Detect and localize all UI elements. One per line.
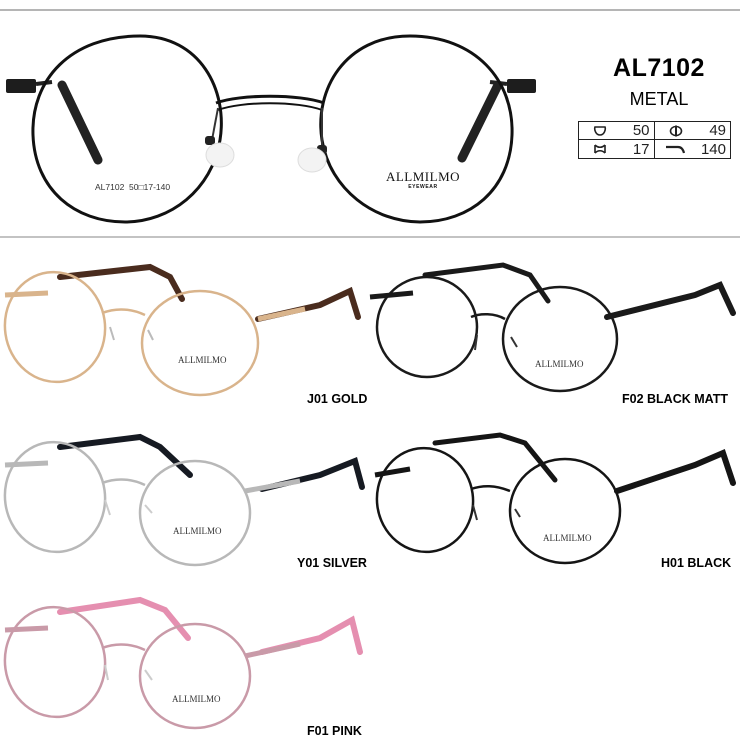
variant-h01-black[interactable]: ALLMILMO H01 BLACK [365,425,740,575]
temple-print-text: AL7102 50□17-140 [95,182,171,192]
section-divider [0,236,740,238]
variant-f01-pink[interactable]: ALLMILMO F01 PINK [0,590,370,740]
variant-brand: ALLMILMO [172,694,221,704]
glasses-angled-icon [3,263,361,397]
model-number: AL7102 [613,54,705,82]
spec-value: 140 [700,140,726,158]
lens-width-icon [593,125,607,136]
spec-bridge-width: 17 [579,140,655,158]
brand-subtitle: EYEWEAR [408,184,438,190]
spec-lens-height: 49 [654,122,730,140]
variant-label: J01 GOLD [307,392,368,406]
spec-value: 49 [709,122,726,139]
material-label: METAL [629,89,689,109]
spec-value: 50 [632,122,650,139]
glasses-angled-icon [374,432,736,565]
brand-logo: ALLMILMO EYEWEAR [378,169,468,190]
bridge-width-icon [594,144,606,154]
variant-brand: ALLMILMO [173,526,222,536]
hero-front-view-image: AL7102 50□17-140 ALLMILMO EYEWEAR [0,12,560,234]
variant-y01-silver[interactable]: ALLMILMO Y01 SILVER [0,425,370,575]
variant-label: Y01 SILVER [297,556,367,570]
top-divider [0,9,740,11]
variant-brand: ALLMILMO [178,355,227,365]
lens-height-icon [669,125,682,136]
glasses-angled-icon [369,262,736,393]
dimensions-table: 50 49 17 140 [578,121,731,159]
glasses-angled-icon [3,596,363,730]
temple-length-icon [665,145,685,154]
variant-j01-gold[interactable]: ALLMILMO J01 GOLD [0,255,370,406]
variant-label: F02 BLACK MATT [622,392,729,406]
spec-value: 17 [632,140,650,158]
variant-label: F01 PINK [307,724,362,738]
spec-temple-length: 140 [655,140,731,158]
glasses-front-icon [6,34,536,224]
variant-brand: ALLMILMO [543,533,592,543]
spec-lens-width: 50 [579,122,655,140]
variant-f02-black-matt[interactable]: ALLMILMO F02 BLACK MATT [365,255,740,406]
brand-name: ALLMILMO [385,169,461,184]
variant-brand: ALLMILMO [535,359,584,369]
variant-label: H01 BLACK [661,556,732,570]
glasses-angled-icon [3,433,365,567]
